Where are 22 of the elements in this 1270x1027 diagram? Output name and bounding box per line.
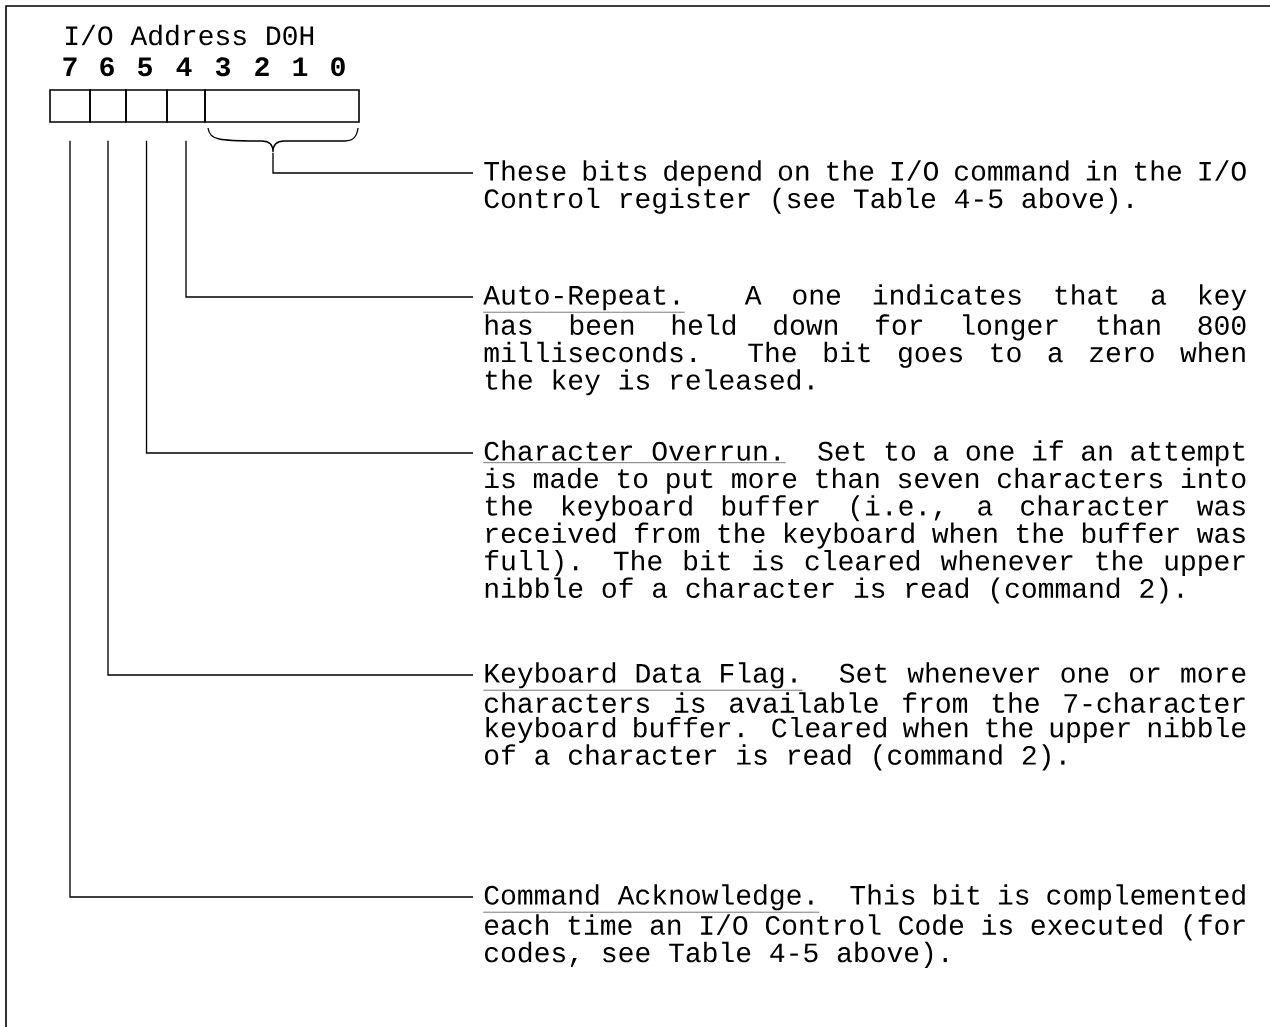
bit-cell: [125, 89, 168, 123]
bit-cell: [204, 89, 360, 123]
bit-number: 7: [63, 57, 77, 76]
bit-cell: [49, 89, 91, 123]
bit-cell: [166, 89, 206, 123]
description-text: Character Overrun. Set to a one if an attempt is made to put more than seven characters into the keyboard buffer (i.e., a character was received from the keyboard when the buffer was full). The bit is cleared whenever the upper nibble of a character is read (command 2).: [483, 440, 1246, 604]
register-title: I/O Address D0H: [66, 24, 314, 46]
description-text: These bits depend on the I/O command in the I/O Control register (see Table 4-5 above).: [484, 160, 1246, 214]
bit-number: 6: [100, 57, 114, 77]
leader-line: [185, 140, 474, 298]
bit-number: 2: [255, 57, 269, 76]
leader-line: [145, 140, 474, 454]
leader-line: [107, 140, 474, 676]
bit-number: 4: [176, 57, 192, 76]
description-text: Auto-Repeat. A one indicates that a key has been held down for longer than 800 milliseconds. The bit goes to a zero when the key is released.: [483, 284, 1247, 396]
bit-number: 3: [215, 57, 230, 77]
description-text: Command Acknowledge. This bit is complemented each time an I/O Control Code is executed (for codes, see Table 4-5 above).: [483, 884, 1245, 968]
description-text: Keyboard Data Flag. Set whenever one or more characters is available from the 7-character keyboard buffer. Cleared when the upper nibble of a character is read (command 2).: [483, 662, 1246, 771]
bit-number: 5: [138, 57, 152, 77]
leader-line: [272, 152, 474, 174]
leader-line: [69, 140, 474, 898]
bit-cell: [89, 89, 127, 123]
